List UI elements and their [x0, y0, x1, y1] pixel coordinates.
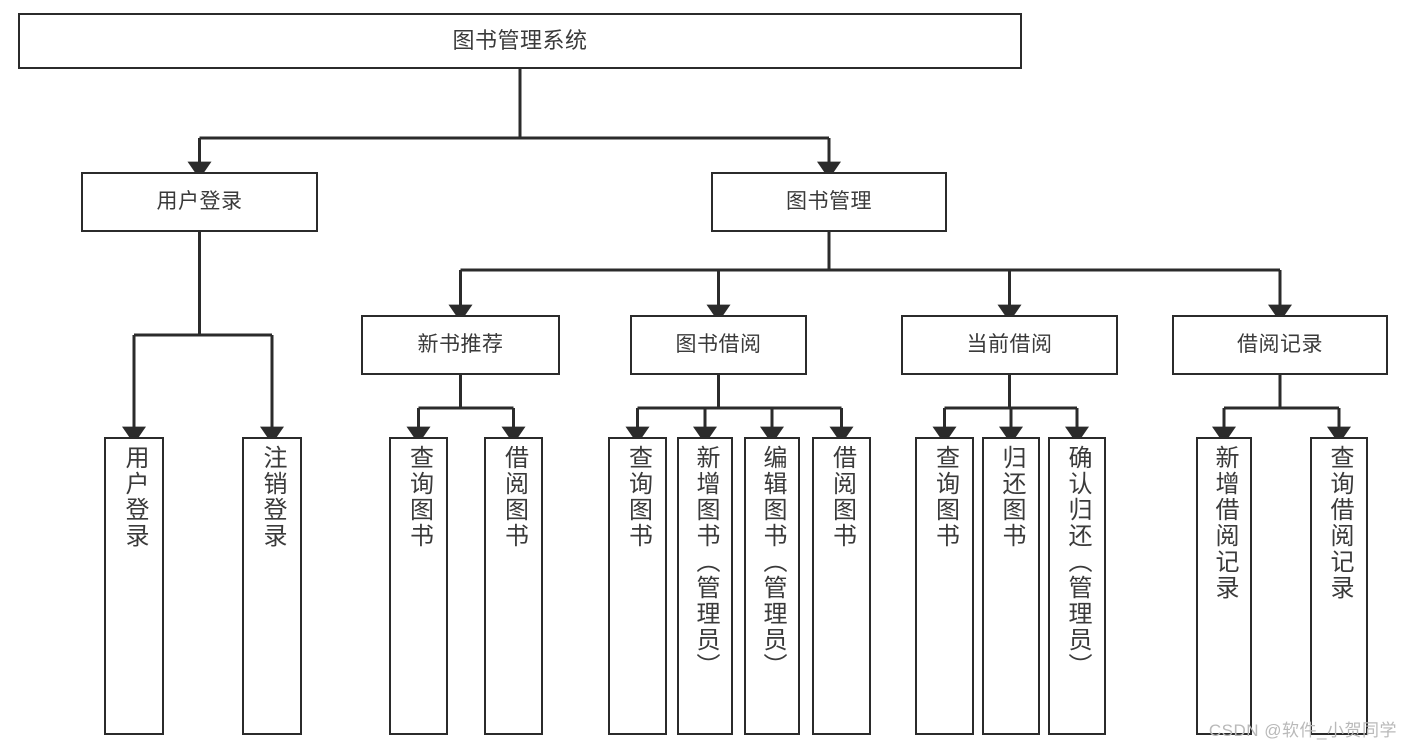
node-leaf-1[interactable]: 用户登录: [104, 437, 164, 735]
node-leaf-12[interactable]: 新增借阅记录: [1196, 437, 1252, 735]
node-leaf-2[interactable]: 注销登录: [242, 437, 302, 735]
node-records[interactable]: 借阅记录: [1172, 315, 1388, 375]
node-label: 注销登录: [259, 445, 286, 549]
node-leaf-7[interactable]: 编辑图书（管理员）: [744, 437, 800, 735]
node-leaf-4[interactable]: 借阅图书: [484, 437, 543, 735]
node-label: 新增图书（管理员）: [692, 445, 719, 679]
node-label: 用户登录: [121, 445, 148, 549]
watermark: CSDN @软件_小贺同学: [1208, 721, 1397, 740]
node-label: 确认归还（管理员）: [1064, 445, 1091, 679]
node-label: 借阅图书: [828, 445, 856, 549]
node-leaf-6[interactable]: 新增图书（管理员）: [677, 437, 733, 735]
node-label: 查询图书: [405, 445, 433, 549]
node-label: 借阅记录: [1237, 332, 1323, 356]
node-label: 图书管理: [786, 189, 872, 213]
node-leaf-9[interactable]: 查询图书: [915, 437, 974, 735]
node-label: 借阅图书: [500, 445, 528, 549]
node-borrow[interactable]: 图书借阅: [630, 315, 807, 375]
node-label: 用户登录: [156, 189, 243, 213]
node-leaf-3[interactable]: 查询图书: [389, 437, 448, 735]
node-leaf-10[interactable]: 归还图书: [982, 437, 1040, 735]
node-root[interactable]: 图书管理系统: [18, 13, 1022, 69]
node-label: 图书借阅: [675, 332, 762, 356]
node-label: 查询借阅记录: [1326, 445, 1353, 601]
node-leaf-8[interactable]: 借阅图书: [812, 437, 871, 735]
node-leaf-11[interactable]: 确认归还（管理员）: [1048, 437, 1106, 735]
node-label: 当前借阅: [966, 332, 1053, 356]
node-label: 查询图书: [931, 445, 959, 549]
node-label: 归还图书: [998, 445, 1025, 549]
node-leaf-5[interactable]: 查询图书: [608, 437, 667, 735]
node-leaf-13[interactable]: 查询借阅记录: [1310, 437, 1368, 735]
node-newbook[interactable]: 新书推荐: [361, 315, 560, 375]
node-label: 新书推荐: [417, 332, 504, 356]
node-bookmgmt[interactable]: 图书管理: [711, 172, 947, 232]
node-login[interactable]: 用户登录: [81, 172, 318, 232]
node-label: 图书管理系统: [452, 28, 588, 54]
node-label: 编辑图书（管理员）: [759, 445, 786, 679]
node-label: 新增借阅记录: [1211, 445, 1238, 601]
node-label: 查询图书: [624, 445, 652, 549]
node-current[interactable]: 当前借阅: [901, 315, 1118, 375]
